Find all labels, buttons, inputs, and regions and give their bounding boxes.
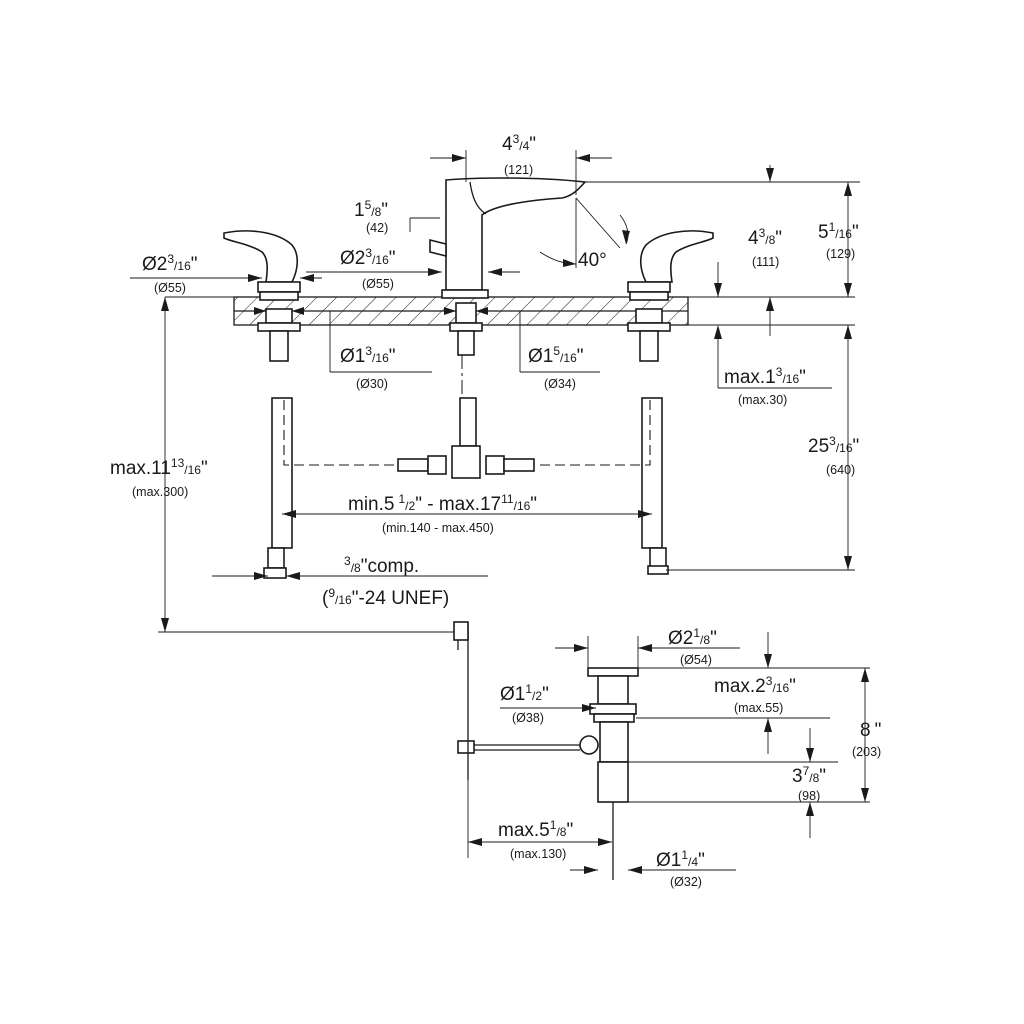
dim-hole-handle-lines <box>236 307 432 373</box>
under-deck-mm: (max.300) <box>132 485 188 499</box>
dim-spout-base-lines <box>409 217 440 232</box>
dim-under-deck-lines <box>158 296 454 633</box>
dim-handle-base-lines <box>130 274 322 282</box>
dim-connection-lines <box>212 572 488 580</box>
dim-hose-length-lines <box>666 325 855 571</box>
under-deck-label: max.1113/16" <box>110 456 208 479</box>
drain-height-label: 8" <box>860 720 881 741</box>
spout-flange-label: Ø23/16" <box>340 246 396 269</box>
tailpiece-label: Ø11/4" <box>656 848 705 871</box>
drain-body-label: Ø11/2" <box>500 682 549 705</box>
dim-deck-thickness-lines <box>714 325 832 389</box>
handle-base-label: Ø23/16" <box>142 252 198 275</box>
hole-handle-mm: (Ø30) <box>356 377 388 391</box>
left-handle <box>223 230 301 362</box>
spout-flange-mm: (Ø55) <box>362 277 394 291</box>
hole-spout-mm: (Ø34) <box>544 377 576 391</box>
dim-drain-deck-lines <box>636 632 870 754</box>
connection-label: 3/8"comp. <box>344 554 419 577</box>
spout-height-mm: (111) <box>752 255 779 269</box>
drain-tail-label: 37/8" <box>792 764 826 787</box>
pop-up-reach-mm: (max.130) <box>510 847 566 861</box>
overall-height-mm: (129) <box>826 247 855 261</box>
spout-reach-label: 43/4" <box>502 132 536 155</box>
dim-drain-flange-lines <box>555 636 740 668</box>
drain-body-mm: (Ø38) <box>512 711 544 725</box>
pop-up-drain <box>453 621 639 880</box>
spout-height-label: 43/8" <box>748 226 782 249</box>
dim-hole-spout-lines <box>414 307 600 373</box>
hose-length-label: 253/16" <box>808 434 859 457</box>
drain-tail-mm: (98) <box>798 789 820 803</box>
spout-reach-mm: (121) <box>504 163 533 177</box>
dim-spout-flange-lines <box>306 268 520 276</box>
deck-thickness-mm: (max.30) <box>738 393 787 407</box>
tailpiece-mm: (Ø32) <box>670 875 702 889</box>
connection-thread-label: (9/16"-24 UNEF) <box>322 586 449 609</box>
dim-tailpiece-lines <box>570 866 736 874</box>
dim-spout-reach-lines <box>430 150 612 195</box>
drain-flange-label: Ø21/8" <box>668 626 717 649</box>
right-handle <box>627 230 714 362</box>
hole-handle-label: Ø13/16" <box>340 344 396 367</box>
drain-deck-mm: (max.55) <box>734 701 783 715</box>
dim-drain-height-lines <box>628 668 870 803</box>
dim-drain-tail-lines <box>628 728 838 838</box>
drain-deck-label: max.23/16" <box>714 674 796 697</box>
dim-drain-body-lines <box>500 704 596 712</box>
spout-base-mm: (42) <box>366 221 388 235</box>
dim-angle-lines <box>539 197 630 268</box>
pop-up-reach-label: max.51/8" <box>498 818 573 841</box>
dim-spread-lines <box>282 510 652 518</box>
hose-length-mm: (640) <box>826 463 855 477</box>
supply-hoses <box>263 355 669 579</box>
drain-height-mm: (203) <box>852 745 881 759</box>
deck-thickness-label: max.13/16" <box>724 365 806 388</box>
hole-spout-label: Ø15/16" <box>528 344 584 367</box>
spout <box>429 177 587 356</box>
handle-base-mm: (Ø55) <box>154 281 186 295</box>
dim-height-lines <box>585 165 860 336</box>
drain-flange-mm: (Ø54) <box>680 653 712 667</box>
dim-pop-up-reach-lines <box>467 780 612 858</box>
overall-height-label: 51/16" <box>818 220 859 243</box>
spread-mm: (min.140 - max.450) <box>382 521 494 535</box>
angle-label: 40° <box>578 250 607 271</box>
spout-base-label: 15/8" <box>354 198 388 221</box>
